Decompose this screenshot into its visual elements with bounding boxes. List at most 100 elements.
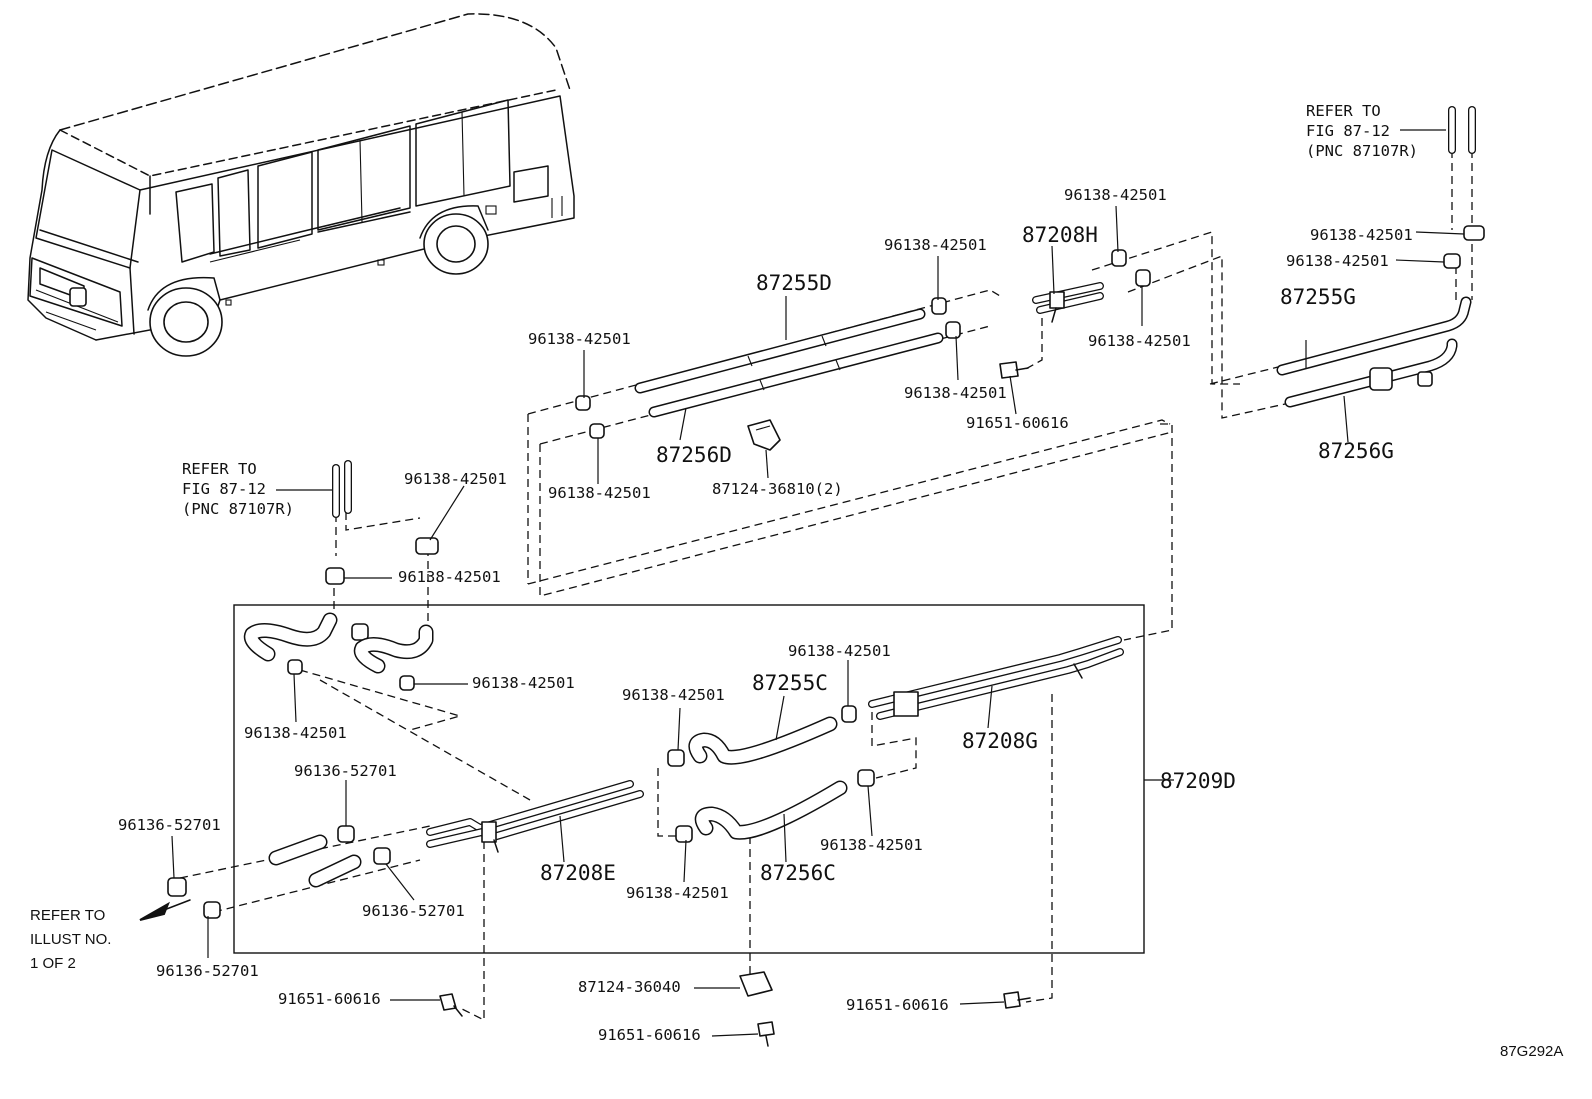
part-87208E: 87208E: [540, 861, 616, 885]
hose-clamp: [857, 769, 875, 787]
bolt-91651-60616: 91651-60616: [598, 1026, 701, 1044]
hose-clamp: [575, 395, 591, 411]
callout-96138-42501: 96138-42501: [244, 724, 347, 742]
hose-clamp: [945, 321, 961, 339]
hose-clamp-group-1: [575, 297, 961, 439]
hose-clamp: [589, 423, 605, 439]
pipe-87208E: [426, 780, 644, 853]
hose-87255C: [667, 705, 857, 767]
bracket: [481, 821, 497, 843]
clip-87124-36040-label: 87124-36040: [578, 978, 681, 996]
callout-96138-42501: 96138-42501: [884, 236, 987, 254]
part-87255G: 87255G: [1280, 285, 1356, 309]
bolt: [439, 993, 457, 1011]
callout-96138-42501: 96138-42501: [404, 470, 507, 488]
hose-clamp: [1111, 249, 1127, 267]
callout-96138-42501: 96138-42501: [528, 330, 631, 348]
part-87255C: 87255C: [752, 671, 828, 695]
callout-96138-42501: 96138-42501: [398, 568, 501, 586]
bolt-91651-60616: 91651-60616: [846, 996, 949, 1014]
hose-clamp: [1369, 367, 1393, 391]
hose-clamp: [931, 297, 947, 315]
tube-87255D: [634, 308, 926, 394]
clamps-top-right: [1443, 106, 1485, 269]
figure-code: 87G292A: [1500, 1043, 1563, 1060]
clip-87124-36810: [747, 419, 781, 451]
callout-96138-42501: 96138-42501: [1088, 332, 1191, 350]
callout-96138-42501: 96138-42501: [1286, 252, 1389, 270]
callout-96138-42501: 96138-42501: [788, 642, 891, 660]
hose-clamp: [337, 825, 355, 843]
callout-96138-42501: 96138-42501: [820, 836, 923, 854]
callout-96138-42501: 96138-42501: [904, 384, 1007, 402]
hose-left-1: [243, 612, 369, 675]
hose-clamp: [1463, 225, 1485, 241]
refer-left-line2: FIG 87-12: [182, 480, 266, 498]
part-87256D: 87256D: [656, 443, 732, 467]
clip-87124-36810-label: 87124-36810(2): [712, 480, 843, 498]
hose-clamp: [1135, 269, 1151, 287]
clip-87124-36040: [739, 971, 775, 1047]
pipe-87208G: [868, 636, 1124, 720]
callout-96138-42501: 96138-42501: [548, 484, 651, 502]
leader-lines: [171, 129, 1465, 1037]
left-refer-pipes: [325, 460, 439, 585]
refer-top-line3: (PNC 87107R): [1306, 142, 1418, 160]
hose-clamp-96136-52701: 96136-52701: [294, 762, 397, 780]
valve-87208H: [999, 249, 1151, 379]
hose-clamp: [1417, 371, 1433, 387]
hose-clamp: [675, 825, 693, 843]
valve-body: [1049, 291, 1065, 309]
hose-clamp: [203, 901, 221, 919]
callout-96138-42501: 96138-42501: [1064, 186, 1167, 204]
hose-clamp-96136-52701: 96136-52701: [156, 962, 259, 980]
refer-top-line1: REFER TO: [1306, 102, 1381, 120]
hose-clamp: [287, 659, 303, 675]
part-87255D: 87255D: [756, 271, 832, 295]
hose-bottom-left: [167, 825, 391, 919]
refer-illust-line1: REFER TO: [30, 907, 105, 924]
callout-96138-42501: 96138-42501: [1310, 226, 1413, 244]
callout-96138-42501: 96138-42501: [622, 686, 725, 704]
refer-left-line1: REFER TO: [182, 460, 257, 478]
bolt-91651-60616: 91651-60616: [966, 414, 1069, 432]
hose-clamp: [351, 623, 369, 641]
hose-87256C: [675, 769, 875, 843]
bus-illustration: [27, 13, 575, 357]
hose-clamp: [399, 675, 415, 691]
hose-clamp: [167, 877, 187, 897]
hose-clamp: [415, 537, 439, 555]
part-87208G: 87208G: [962, 729, 1038, 753]
hose-clamp-96136-52701: 96136-52701: [362, 902, 465, 920]
hose-left-2: [353, 624, 434, 691]
bolt-91651-60616: 91651-60616: [278, 990, 381, 1008]
bolt: [757, 1021, 775, 1037]
hose-clamp: [667, 749, 685, 767]
part-87209D: 87209D: [1160, 769, 1236, 793]
bracket: [893, 691, 919, 717]
part-87208H: 87208H: [1022, 223, 1098, 247]
arrow-icon: [139, 901, 170, 921]
hose-clamp: [373, 847, 391, 865]
part-87256C: 87256C: [760, 861, 836, 885]
hose-clamp: [841, 705, 857, 723]
hose-clamp-96136-52701: 96136-52701: [118, 816, 221, 834]
bolts-bottom: [439, 991, 1031, 1017]
refer-top-line2: FIG 87-12: [1306, 122, 1390, 140]
callout-96138-42501: 96138-42501: [626, 884, 729, 902]
callout-96138-42501: 96138-42501: [472, 674, 575, 692]
tube-87256D: [648, 332, 944, 418]
refer-illust-line2: ILLUST NO.: [30, 931, 111, 948]
bolt: [1003, 991, 1021, 1009]
hose-clamp: [1443, 253, 1461, 269]
hose-clamp: [325, 567, 345, 585]
part-87256G: 87256G: [1318, 439, 1394, 463]
refer-illust-line3: 1 OF 2: [30, 955, 76, 972]
hose-87255G: [1276, 296, 1472, 376]
assembly-box-87209D: [233, 604, 1145, 954]
refer-left-line3: (PNC 87107R): [182, 500, 294, 518]
hose-87256G: [1284, 338, 1458, 408]
bolt: [999, 361, 1019, 379]
